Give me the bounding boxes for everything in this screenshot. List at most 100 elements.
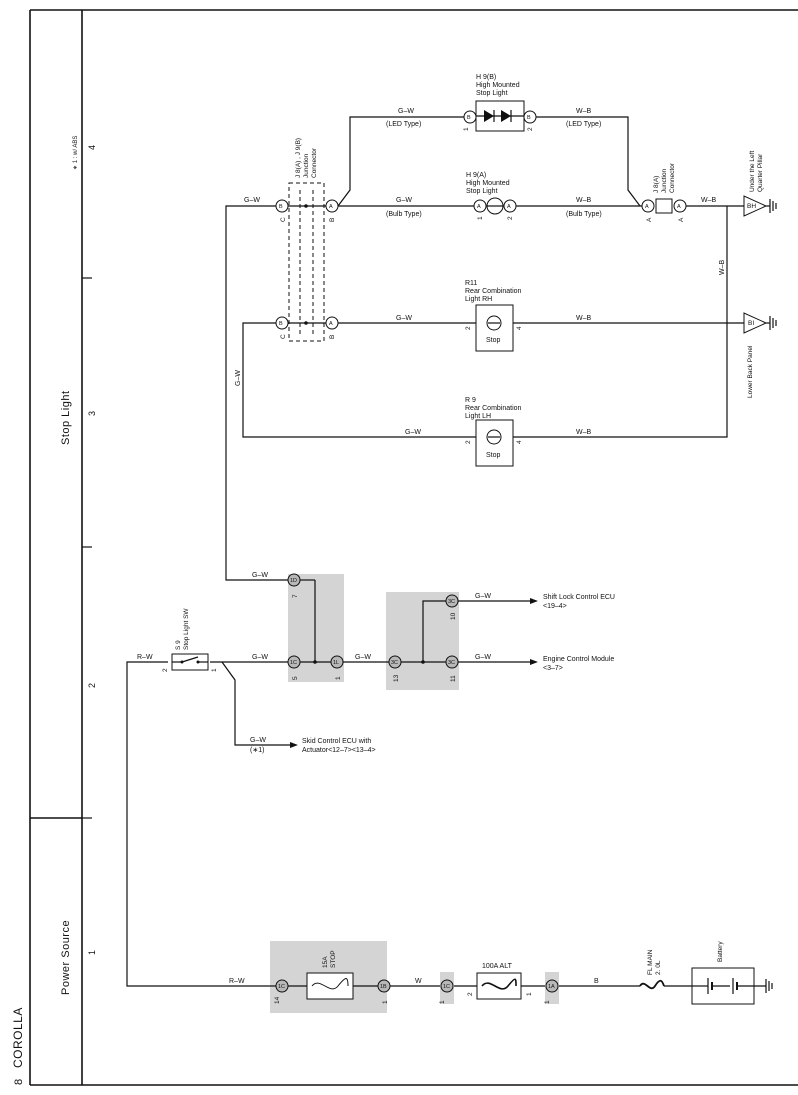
conn-1l <box>330 655 344 669</box>
engine-l2: <3–7> <box>543 665 563 672</box>
wire-label-rw: R–W <box>137 654 153 661</box>
h9b-name1: High Mounted <box>476 82 520 89</box>
j8-pin-connector <box>325 316 339 330</box>
pin-number: 1 <box>335 676 342 680</box>
type-bulb-left: (Bulb Type) <box>386 211 422 218</box>
type-led-right: (LED Type) <box>566 121 601 128</box>
j8left-name1: Junction <box>303 153 310 178</box>
pin-code: A <box>477 204 481 210</box>
skid-l2: Actuator<12–7><13–4> <box>302 747 376 754</box>
wire-junction-2v <box>422 600 446 662</box>
r9-id: R 9 <box>465 397 476 404</box>
pin-number: 2 <box>162 668 169 672</box>
pin-code: A <box>645 204 649 210</box>
j8-pin-connector <box>275 316 289 330</box>
pin-letter: B <box>329 335 336 339</box>
fl-main-icon <box>639 979 665 990</box>
conn-3c-11 <box>445 655 459 669</box>
wire-gw-h9b <box>337 116 464 207</box>
fuse-stop-box <box>306 972 354 1000</box>
pin-number: 14 <box>274 996 281 1004</box>
shift-lock-l2: <19–4> <box>543 603 567 610</box>
conn-1a <box>545 979 559 993</box>
r9-inner: Stop <box>486 452 501 459</box>
r11-name1: Rear Combination <box>465 288 522 295</box>
conn-code: 1C <box>278 984 285 990</box>
wire-label-wb: W–B <box>576 429 592 436</box>
conn-1c-1 <box>440 979 454 993</box>
junction-dot <box>304 321 308 325</box>
conn-1c <box>287 655 301 669</box>
h9a-name2: Stop Light <box>466 188 498 195</box>
wire-label-gw: G–W <box>396 197 412 204</box>
wire-label-gw: G–W <box>252 654 268 661</box>
wire-label-wb: W–B <box>719 260 726 276</box>
fuse-stop-name: STOP <box>330 950 337 968</box>
r11-name2: Light RH <box>465 296 492 303</box>
ground-bi-l1: Lower Back Panel <box>747 345 754 398</box>
conn-3c-13 <box>388 655 402 669</box>
j8left-name2: Connector <box>311 147 318 178</box>
pin-number: 1 <box>463 127 470 131</box>
j8right-pin-connector <box>673 199 687 213</box>
wire-wb-r9 <box>513 323 728 438</box>
conn-3c-10 <box>445 594 459 608</box>
h9b-pin-connector <box>463 110 477 124</box>
ground-bi-triangle <box>743 312 768 334</box>
pin-letter: C <box>280 217 287 222</box>
pin-number: 2 <box>527 127 534 131</box>
pin-number: 7 <box>292 594 299 598</box>
pin-code: B <box>279 204 283 210</box>
pin-number: 1 <box>211 668 218 672</box>
j8-pin-connector <box>325 199 339 213</box>
conn-code: 1C <box>290 660 297 666</box>
junction-connector-box <box>288 182 325 342</box>
pin-number: 5 <box>292 676 299 680</box>
pin-number: 2 <box>507 216 514 220</box>
wire-label-gw: G–W <box>396 315 412 322</box>
wire-label-wb: W–B <box>701 197 717 204</box>
wire-label-gw: G–W <box>355 654 371 661</box>
j8right-pin-connector <box>641 199 655 213</box>
h9a-name1: High Mounted <box>466 180 510 187</box>
arrow-icon <box>530 659 538 665</box>
switch-dot <box>196 660 200 664</box>
wire-label-wb: W–B <box>576 315 592 322</box>
pin-number: 11 <box>450 675 457 682</box>
alt-fuse-box <box>476 972 522 1000</box>
wire-label-gw: G–W <box>235 370 242 386</box>
j8left-id: J 8(A) , J 9(B) <box>295 138 302 178</box>
r9-name1: Rear Combination <box>465 405 522 412</box>
pin-letter: A <box>646 217 653 222</box>
conn-code: 3C <box>448 660 455 666</box>
pin-number: 1 <box>526 992 533 996</box>
j8right-block <box>655 198 673 214</box>
wire-gw-skid <box>221 661 290 746</box>
shift-lock-l1: Shift Lock Control ECU <box>543 594 615 601</box>
pin-number: 1 <box>477 216 484 220</box>
h9a-id: H 9(A) <box>466 172 486 179</box>
pin-number: 10 <box>450 612 457 620</box>
pin-number: 4 <box>516 440 523 444</box>
arrow-icon <box>530 598 538 604</box>
pin-number: 1 <box>439 1000 446 1004</box>
j8right-id: J 8(A) <box>653 176 660 193</box>
battery-name: Battery <box>717 941 724 962</box>
fuse-stop-amp: 15A <box>322 956 329 968</box>
pin-number: 2 <box>467 992 474 996</box>
section-label-stop-light: Stop Light <box>60 390 72 445</box>
pin-code: A <box>507 204 511 210</box>
h9a-pin-connector <box>503 199 517 213</box>
wire-label-gw: G–W <box>405 429 421 436</box>
h9b-id: H 9(B) <box>476 74 496 81</box>
conn-code: 1L <box>333 660 339 666</box>
j8right-name2: Connector <box>669 162 676 193</box>
fl-main-name: FL MAIN <box>647 949 654 975</box>
conn-code: 3C <box>391 660 398 666</box>
pin-code: B <box>279 321 283 327</box>
wire-label-gw: G–W <box>252 572 268 579</box>
engine-l1: Engine Control Module <box>543 656 614 663</box>
junction-dot <box>304 204 308 208</box>
junction-dot <box>313 660 317 664</box>
